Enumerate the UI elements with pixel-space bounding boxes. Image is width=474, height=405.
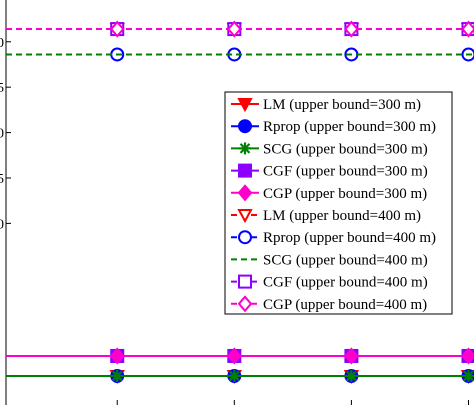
legend-label: SCG (upper bound=300 m)	[263, 141, 428, 157]
legend-entry-6: Rprop (upper bound=400 m)	[231, 230, 436, 246]
legend-entry-9: CGP (upper bound=400 m)	[231, 295, 427, 313]
legend-marker	[238, 163, 252, 178]
data-point	[226, 347, 242, 365]
y-tick-label: 5	[0, 81, 4, 96]
legend-entry-0: LM (upper bound=300 m)	[231, 97, 421, 113]
legend-marker	[238, 274, 252, 289]
legend-label: CGF (upper bound=400 m)	[263, 275, 428, 291]
legend-label: Rprop (upper bound=300 m)	[263, 119, 436, 135]
star-stroke	[111, 370, 123, 382]
legend-marker	[237, 209, 253, 224]
legend-entry-5: LM (upper bound=400 m)	[231, 208, 421, 224]
data-point	[461, 20, 474, 38]
legend-label: CGP (upper bound=300 m)	[263, 186, 427, 202]
y-tick-label: 5	[0, 172, 4, 187]
star-stroke	[463, 370, 474, 382]
legend-entry-7: SCG (upper bound=400 m)	[231, 252, 428, 268]
series-4	[6, 347, 474, 365]
y-tick-label: 0	[0, 36, 4, 51]
legend-entry-2: SCG (upper bound=300 m)	[231, 141, 428, 157]
data-point	[111, 369, 124, 382]
data-point	[344, 20, 359, 38]
legend-marker	[239, 142, 251, 155]
star-stroke	[229, 370, 240, 382]
star-stroke	[346, 370, 357, 382]
legend-label: SCG (upper bound=400 m)	[263, 252, 428, 268]
legend-label: LM (upper bound=400 m)	[263, 208, 421, 224]
data-point	[344, 347, 359, 365]
data-point	[461, 347, 474, 365]
legend-entry-8: CGF (upper bound=400 m)	[231, 274, 428, 291]
legend-label: CGP (upper bound=400 m)	[263, 297, 427, 313]
data-point	[462, 369, 474, 382]
series-layer	[6, 20, 474, 385]
legend-marker	[237, 98, 253, 113]
legend-marker	[237, 184, 253, 202]
legend-marker	[237, 295, 253, 313]
series-9	[6, 20, 474, 38]
legend-marker	[238, 119, 252, 134]
legend-label: LM (upper bound=300 m)	[263, 97, 421, 113]
legend-marker	[238, 230, 252, 245]
data-point	[109, 347, 125, 365]
data-point	[109, 20, 125, 38]
y-tick-label: 0	[0, 127, 4, 142]
data-point	[345, 369, 358, 382]
data-point	[226, 20, 242, 38]
legend: LM (upper bound=300 m) Rprop (upper bound…	[224, 91, 453, 315]
legend-box	[224, 91, 453, 315]
legend-label: CGF (upper bound=300 m)	[263, 164, 428, 180]
y-tick-label: 0	[0, 217, 4, 232]
legend-entry-3: CGF (upper bound=300 m)	[231, 163, 428, 180]
legend-entry-1: Rprop (upper bound=300 m)	[231, 119, 436, 135]
data-point	[228, 369, 241, 382]
star-stroke	[239, 143, 251, 154]
legend-label: Rprop (upper bound=400 m)	[263, 230, 436, 246]
legend-entry-4: CGP (upper bound=300 m)	[231, 184, 427, 202]
series-2	[6, 369, 474, 382]
